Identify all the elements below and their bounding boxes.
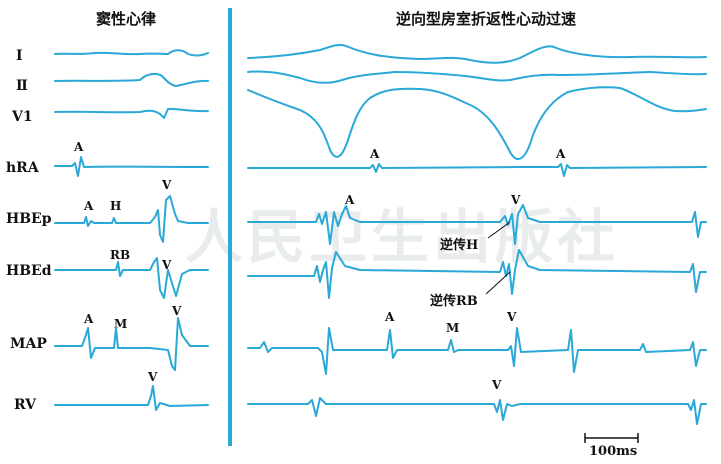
trace-v1-tachy	[247, 86, 707, 160]
pointer-retrograde-rb	[485, 271, 511, 295]
label-retrograde-rb: 逆传RB	[430, 294, 478, 309]
trace-i-sinus	[54, 49, 209, 57]
label-a-map-sinus: A	[84, 312, 94, 326]
trace-hbep-tachy	[247, 204, 707, 245]
label-a-map-tachy: A	[385, 310, 395, 324]
lead-label-hra: hRA	[6, 160, 39, 176]
trace-ii-tachy	[247, 70, 707, 84]
label-h-hbep-sinus: H	[110, 199, 122, 213]
trace-rv-tachy	[247, 397, 707, 425]
title-art-tachycardia: 逆向型房室折返性心动过速	[396, 10, 577, 28]
lead-label-v1: V1	[12, 109, 33, 125]
label-m-map-tachy: M	[446, 321, 460, 335]
label-retrograde-h: 逆传H	[440, 238, 479, 253]
label-v-hbed-sinus: V	[162, 258, 172, 272]
lead-label-hbep: HBEp	[6, 211, 52, 227]
trace-i-tachy	[247, 43, 707, 64]
label-rb-hbed-sinus: RB	[110, 248, 131, 262]
label-a-hbep-tachy: A	[345, 193, 355, 207]
title-sinus-rhythm: 窦性心律	[96, 10, 157, 28]
watermark: 人民卫生出版社	[185, 203, 620, 271]
label-v-map-sinus: V	[172, 304, 182, 318]
scale-bar-label: 100ms	[589, 444, 638, 459]
label-a-hra-sinus: A	[74, 140, 84, 154]
trace-hbed-tachy	[247, 249, 707, 299]
label-a-hra-tachy-1: A	[370, 147, 380, 161]
trace-hbep-sinus	[54, 195, 209, 243]
lead-label-rv: RV	[14, 397, 36, 413]
label-v-hbep-tachy: V	[511, 193, 521, 207]
label-a-hbep-sinus: A	[84, 199, 94, 213]
label-m-map-sinus: M	[114, 317, 128, 331]
label-v-hbep-sinus: V	[162, 178, 172, 192]
trace-rv-sinus	[54, 385, 209, 411]
label-a-hra-tachy-2: A	[556, 147, 566, 161]
lead-label-i: Ⅰ	[16, 48, 23, 64]
scale-bar	[584, 433, 639, 443]
label-v-rv-tachy: V	[492, 378, 502, 392]
trace-hra-tachy	[247, 163, 707, 177]
trace-hra-sinus	[54, 156, 209, 177]
label-v-rv-sinus: V	[148, 370, 158, 384]
lead-label-map: MAP	[10, 336, 47, 352]
trace-map-sinus	[54, 317, 209, 371]
lead-label-hbed: HBEd	[6, 263, 52, 279]
trace-v1-sinus	[54, 107, 209, 119]
label-v-map-tachy: V	[507, 310, 517, 324]
trace-ii-sinus	[54, 72, 209, 87]
trace-map-tachy	[247, 327, 707, 375]
trace-hbed-sinus	[54, 257, 209, 299]
pointer-retrograde-h	[487, 221, 511, 239]
lead-label-ii: Ⅱ	[16, 78, 28, 94]
